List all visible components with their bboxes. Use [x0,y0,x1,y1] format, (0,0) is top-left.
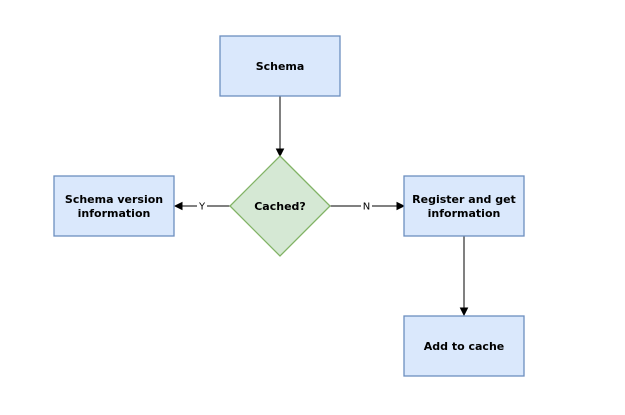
node-register-line1: Register and get [412,193,516,206]
edge-cached-to-schema-version: Y [173,199,230,213]
node-schema-label: Schema [256,60,305,73]
arrowhead-down [459,307,469,317]
node-cached-label: Cached? [254,200,306,213]
node-register-and-get-information: Register and get information [403,175,525,237]
arrowhead-left [173,201,183,211]
node-schema-version-information: Schema version information [53,175,175,237]
arrowhead-right [396,201,406,211]
edge-label-yes: Y [198,202,206,213]
arrowhead-down [275,148,285,158]
node-register-line2: information [428,207,501,220]
edge-cached-to-register: N [330,199,406,213]
node-add-to-cache-label: Add to cache [424,340,505,353]
node-add-to-cache: Add to cache [403,315,525,377]
node-cached-decision: Cached? [229,155,331,257]
node-schema-version-line2: information [78,207,151,220]
node-schema-version-line1: Schema version [65,193,163,206]
edge-schema-to-cached [275,96,285,158]
node-schema: Schema [219,35,341,97]
edge-register-to-add-cache [459,236,469,317]
edge-label-no: N [363,202,370,213]
